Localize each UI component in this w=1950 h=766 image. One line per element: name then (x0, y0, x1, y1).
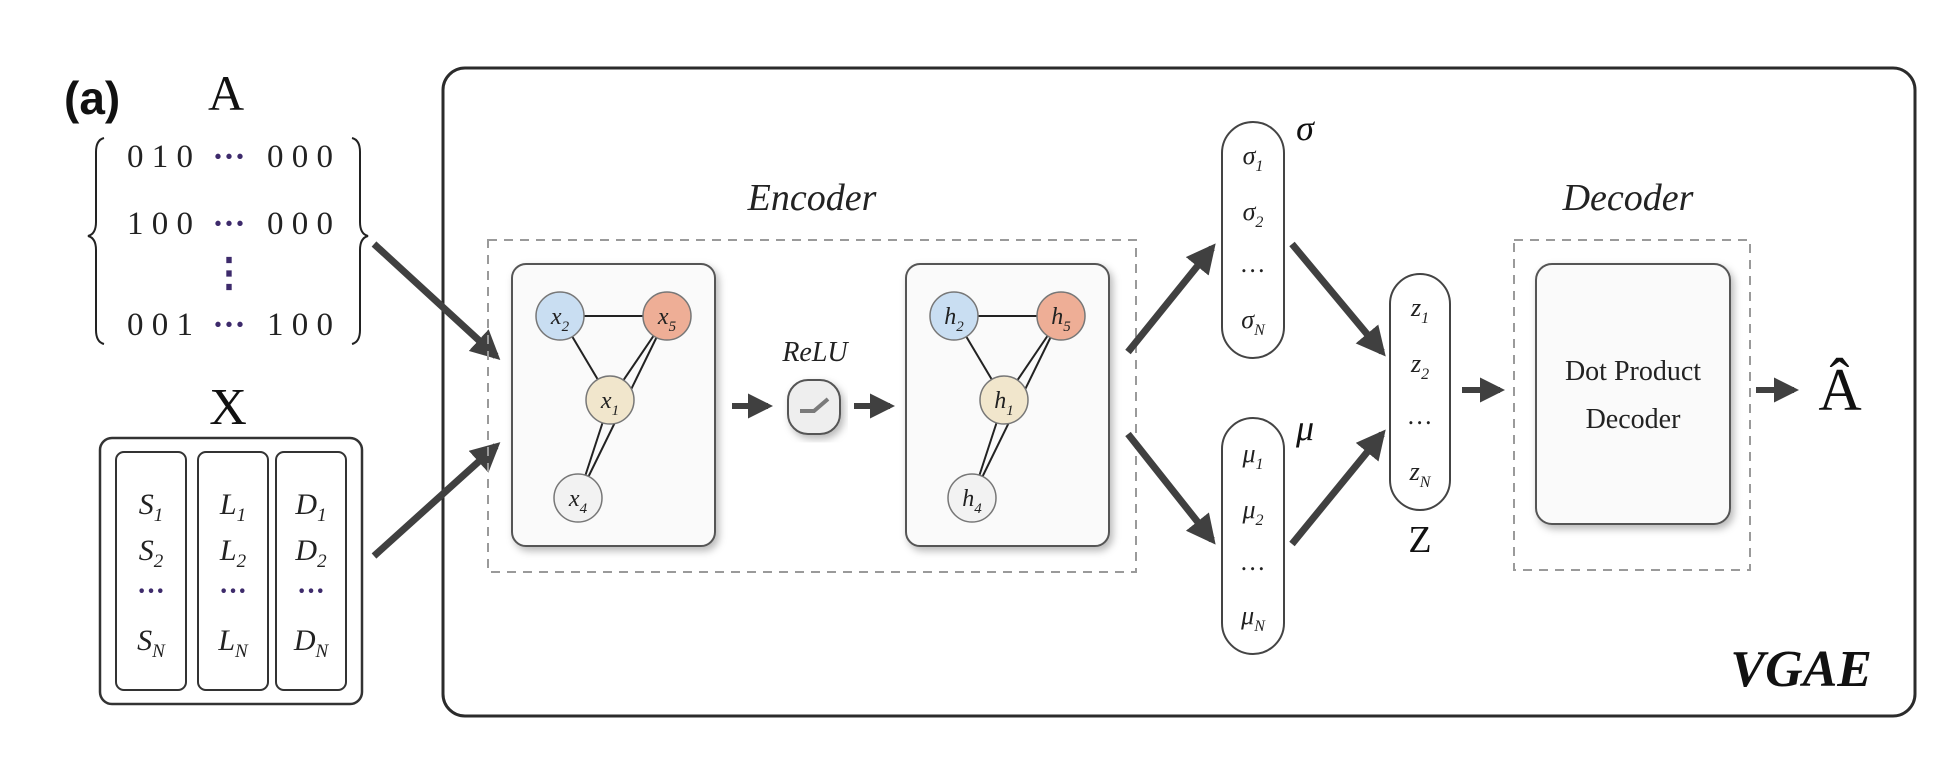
matrix-row-3-left: 0 0 1 (127, 307, 193, 343)
vector-entry: … (1241, 547, 1264, 576)
sigma-pill (1221, 121, 1285, 359)
hidden-graph: h2 h5 h1 h4 (929, 291, 1086, 523)
feature-dots: ··· (219, 576, 247, 607)
feature-column (115, 451, 187, 691)
feature-label: X (209, 379, 247, 436)
z-label: Z (1408, 519, 1431, 561)
graph-node-label: h2 (944, 304, 964, 335)
arrow-a-to-encoder (371, 241, 501, 360)
arrow-mu-to-z (1289, 429, 1386, 547)
vector-entry: μ2 (1241, 495, 1263, 529)
feature-cell: D2 (294, 534, 327, 572)
adjacency-label: A (208, 65, 244, 121)
graph-node-label: x5 (657, 304, 677, 335)
dot-product-decoder-box (1535, 263, 1731, 525)
vector-entry: σN (1241, 305, 1266, 339)
panel-label: (a) (64, 72, 120, 124)
vector-entry: zN (1409, 457, 1432, 491)
encoder-dashed-box (487, 239, 1137, 573)
graph-node-label: x1 (600, 388, 619, 419)
decoder-dashed-box (1513, 239, 1751, 571)
relu-label: ReLU (781, 337, 849, 368)
arrow-encoder-to-sigma (1125, 243, 1216, 355)
graph-node (585, 375, 635, 425)
adjacency-matrix: A 0 1 0 ··· 0 0 0 1 0 0 ··· 0 0 0 ⋮ 0 0 … (87, 65, 369, 345)
sigma-label: σ (1296, 108, 1315, 148)
feature-cell: DN (293, 624, 330, 662)
vector-entry: z2 (1410, 349, 1429, 383)
input-graph: x2 x5 x1 x4 (535, 291, 692, 523)
z-vector: Z z1 z2 … zN (1389, 273, 1451, 561)
graph-node (535, 291, 585, 341)
vector-entry: σ1 (1243, 141, 1264, 175)
output-a-hat: Â (1818, 357, 1861, 423)
feature-cell: L1 (219, 488, 246, 526)
matrix-row-2-right: 0 0 0 (267, 206, 333, 242)
decoder: Decoder Dot Product Decoder (1513, 177, 1751, 571)
relu-curve-icon (800, 397, 830, 413)
vgae-frame (441, 66, 1917, 718)
matrix-left-brace (87, 137, 105, 345)
mu-pill (1221, 417, 1285, 655)
arrow-sigma-to-z (1289, 241, 1386, 357)
feature-cell: L2 (219, 534, 247, 572)
vector-entry: μ1 (1241, 439, 1263, 473)
feature-column (197, 451, 269, 691)
matrix-row-2-dots: ··· (212, 206, 245, 242)
arrow-encoder-to-mu (1125, 431, 1216, 545)
feature-column (275, 451, 347, 691)
matrix-row-2-left: 1 0 0 (127, 206, 193, 242)
mu-label: μ (1295, 408, 1314, 448)
sigma-vector: σ σ1 σ2 … σN (1221, 108, 1315, 359)
vector-entry: … (1241, 249, 1264, 278)
matrix-row-3-dots: ··· (212, 307, 245, 343)
encoder: Encoder x2 x5 x1 x4 ReLU h2 h5 h1 h4 (487, 177, 1137, 573)
graph-node (553, 473, 603, 523)
matrix-row-1-dots: ··· (212, 139, 245, 175)
graph-node-label: x4 (568, 486, 588, 517)
graph-node (929, 291, 979, 341)
matrix-right-brace (351, 137, 369, 345)
feature-cell: D1 (294, 488, 326, 526)
graph-node (1036, 291, 1086, 341)
decoder-box-line-2: Decoder (1586, 404, 1682, 435)
matrix-row-1-left: 0 1 0 (127, 139, 193, 175)
graph-node-label: h4 (962, 486, 982, 517)
vector-entry: σ2 (1243, 197, 1264, 231)
feature-dots: ··· (137, 576, 165, 607)
feature-cell: S1 (139, 488, 164, 526)
matrix-vdots: ⋮ (209, 250, 249, 295)
feature-cell: S2 (139, 534, 164, 572)
graph-node-label: h5 (1051, 304, 1071, 335)
matrix-row-1-right: 0 0 0 (267, 139, 333, 175)
decoder-box-line-1: Dot Product (1565, 356, 1701, 387)
z-pill (1389, 273, 1451, 511)
matrix-row-3-right: 1 0 0 (267, 307, 333, 343)
graph-node-label: x2 (550, 304, 570, 335)
decoder-title: Decoder (1562, 177, 1694, 219)
mu-vector: μ μ1 μ2 … μN (1221, 408, 1314, 655)
graph-node (642, 291, 692, 341)
graph-node-label: h1 (994, 388, 1014, 419)
feature-dots: ··· (297, 576, 325, 607)
graph-node (947, 473, 997, 523)
graph-node (979, 375, 1029, 425)
vgae-label: VGAE (1730, 641, 1872, 698)
encoder-title: Encoder (747, 177, 877, 219)
feature-cell: LN (217, 624, 249, 662)
arrow-x-to-encoder (371, 442, 501, 559)
vector-entry: μN (1240, 601, 1266, 635)
vector-entry: z1 (1410, 293, 1429, 327)
relu-icon (787, 379, 841, 435)
feature-cell: SN (137, 624, 166, 662)
vector-entry: … (1408, 401, 1431, 430)
